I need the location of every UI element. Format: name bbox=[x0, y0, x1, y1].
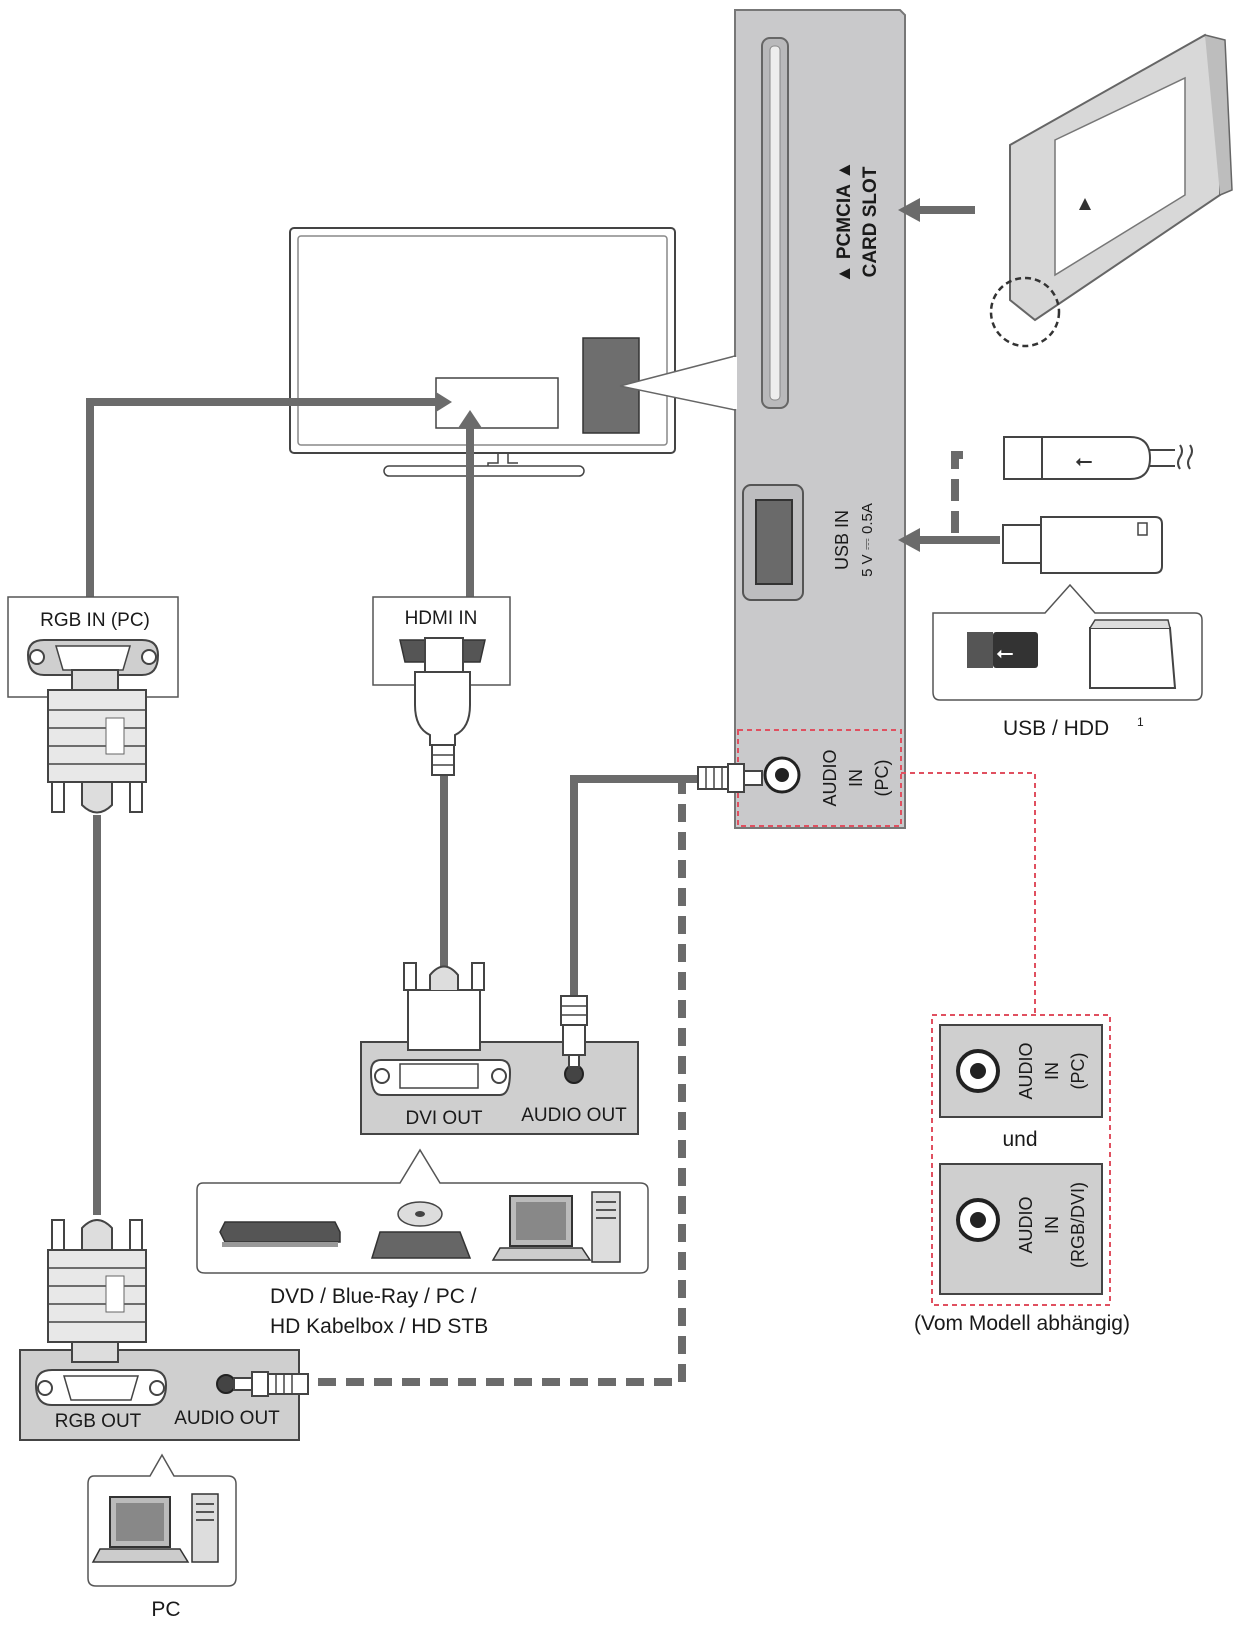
pcmcia-label-2: CARD SLOT bbox=[860, 166, 881, 277]
alt-audio-pc-label-3: (PC) bbox=[1068, 1053, 1088, 1090]
tv-back bbox=[289, 227, 737, 477]
pc-laptop-icon bbox=[491, 1191, 621, 1263]
arrow-to-usb bbox=[898, 528, 920, 552]
dvi-out-label: DVI OUT bbox=[405, 1108, 482, 1129]
usb-cable-plug: ⭠ bbox=[1003, 436, 1193, 480]
pc-audio-dashed-cable bbox=[318, 779, 686, 1386]
hdmi-in-port-box bbox=[372, 596, 511, 776]
hdmi-in-label: HDMI IN bbox=[405, 608, 478, 629]
model-dependent-box bbox=[931, 1014, 1111, 1306]
rgb-in-pc-port-box bbox=[7, 596, 179, 814]
audio-rgb-dvi-label-1: AUDIO bbox=[1016, 1196, 1036, 1253]
pc-label: PC bbox=[151, 1598, 180, 1621]
tv-side-panel bbox=[734, 9, 906, 829]
pcmcia-card bbox=[989, 33, 1233, 348]
usb-hdd-callout: ⭠ bbox=[932, 583, 1203, 701]
audio-rgb-dvi-label-3: (RGB/DVI) bbox=[1068, 1182, 1088, 1268]
audio-plug-panel bbox=[697, 763, 763, 793]
usb-in-spec: 5 V ⎓ 0.5A bbox=[859, 503, 876, 577]
dvd-player-icon bbox=[219, 1221, 341, 1243]
sources-callout bbox=[196, 1148, 649, 1274]
audio-rgb-dvi-label-2: IN bbox=[1042, 1216, 1062, 1234]
pc-output-device bbox=[19, 1219, 309, 1441]
audio-in-pc-label-1: AUDIO bbox=[820, 749, 840, 806]
arrow-to-tv-rgb bbox=[436, 392, 452, 412]
hdd-icon bbox=[1089, 627, 1177, 689]
cables bbox=[86, 206, 1000, 1215]
usb-hdd-footnote: 1 bbox=[1137, 715, 1144, 729]
arrow-to-tv-hdmi bbox=[458, 410, 482, 428]
audio-in-pc-label-2: IN bbox=[846, 769, 866, 787]
dvi-source-device bbox=[360, 962, 639, 1135]
pcmcia-label-1: ▲ PCMCIA ▲ bbox=[834, 161, 855, 283]
sources-label-1: DVD / Blue-Ray / PC / bbox=[270, 1285, 477, 1308]
usb-symbol-icon: ⭠ bbox=[1075, 449, 1093, 474]
model-dependent-label: (Vom Modell abhängig) bbox=[914, 1312, 1130, 1335]
audio-out-dvi-label: AUDIO OUT bbox=[521, 1105, 627, 1126]
audio-in-pc-label-3: (PC) bbox=[872, 760, 892, 797]
rgb-in-pc-label: RGB IN (PC) bbox=[40, 610, 150, 631]
usb-in-label: USB IN bbox=[832, 510, 852, 570]
pc-icon bbox=[91, 1493, 219, 1563]
alt-audio-pc-label-1: AUDIO bbox=[1016, 1042, 1036, 1099]
alt-audio-pc-label-2: IN bbox=[1042, 1062, 1062, 1080]
disc-player-icon bbox=[370, 1201, 472, 1259]
pc-callout bbox=[87, 1453, 237, 1587]
usb-stick bbox=[1002, 516, 1163, 574]
usb-hdd-label: USB / HDD bbox=[1003, 717, 1109, 740]
audio-out-pc-label: AUDIO OUT bbox=[174, 1408, 280, 1429]
usb-stick-icon: ⭠ bbox=[996, 641, 1014, 666]
arrow-to-pcmcia bbox=[898, 198, 920, 222]
rgb-out-label: RGB OUT bbox=[55, 1411, 142, 1432]
sources-label-2: HD Kabelbox / HD STB bbox=[270, 1315, 488, 1338]
und-label: und bbox=[1002, 1128, 1037, 1151]
